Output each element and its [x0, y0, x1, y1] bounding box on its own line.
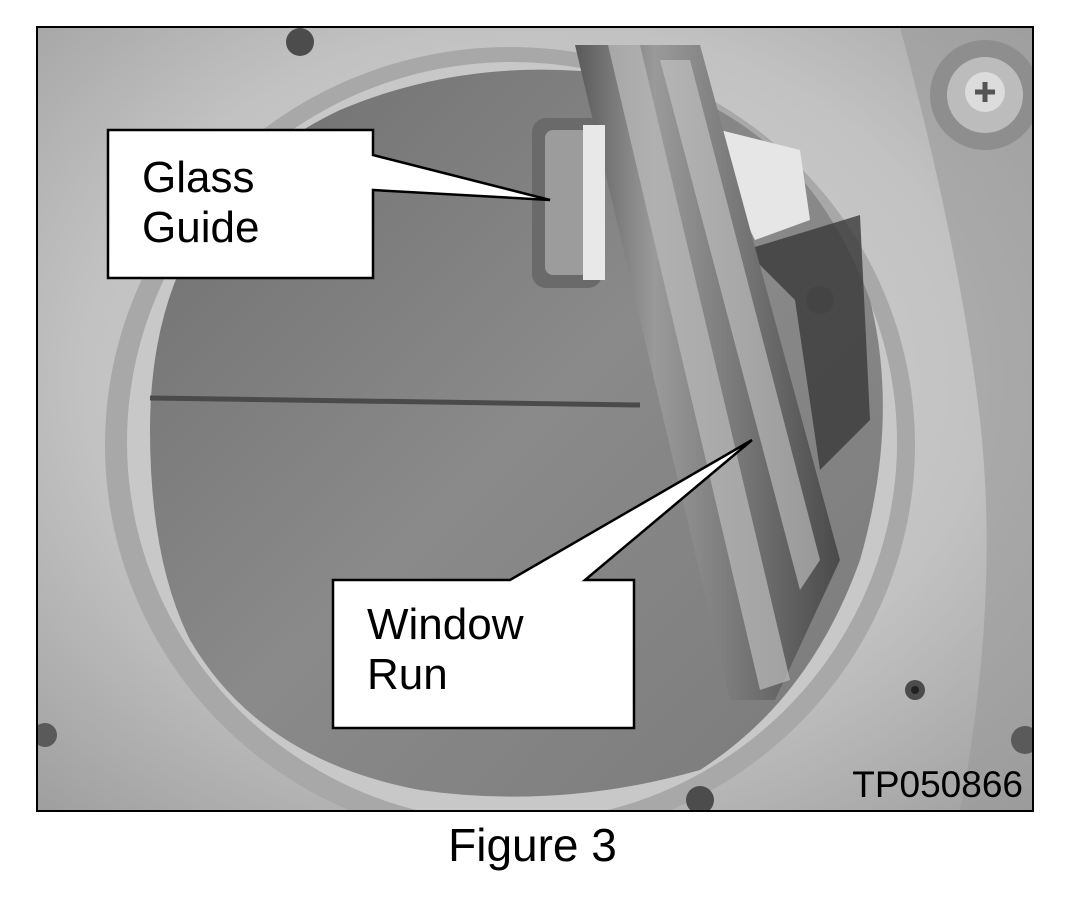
door-panel — [37, 27, 1033, 811]
figure-caption: Figure 3 — [448, 819, 617, 871]
window-run-line-2: Run — [367, 650, 448, 699]
photo-id-label: TP050866 — [852, 764, 1023, 805]
glass-guide-callout — [106, 128, 551, 280]
glass-guide-label: Glass Guide — [142, 153, 259, 253]
window-run-label: Window Run — [367, 600, 524, 700]
glass-guide-line-1: Glass — [142, 153, 255, 202]
glass-guide-line-2: Guide — [142, 203, 260, 252]
window-run-callout — [331, 438, 753, 730]
photo-frame — [36, 26, 1034, 812]
window-run-line-1: Window — [367, 600, 524, 649]
